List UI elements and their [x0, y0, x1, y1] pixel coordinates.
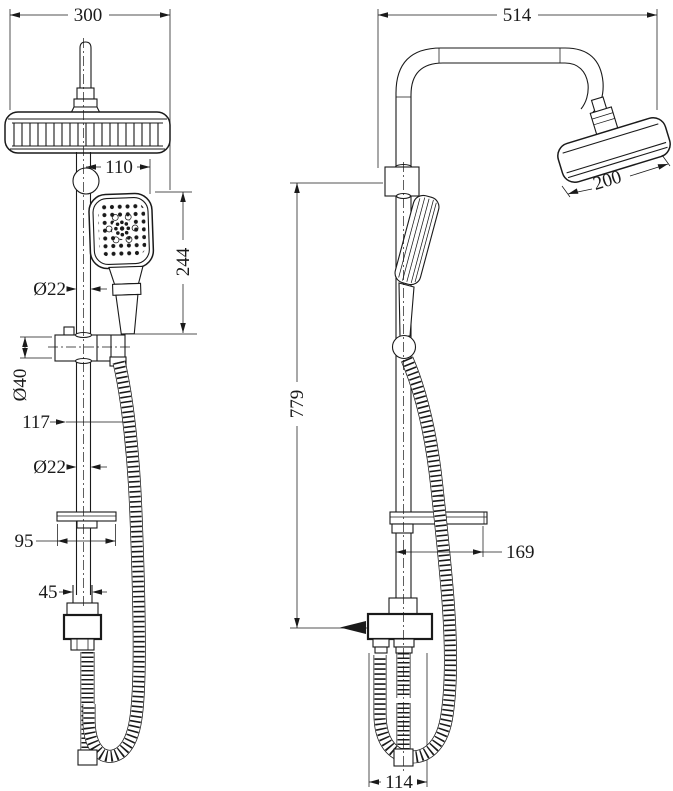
top-collar-side: [384, 163, 420, 200]
dim-mixer-width-extensions: [368, 653, 428, 787]
hand-shower-side: [391, 194, 440, 360]
dim-overall-width-label: 300: [74, 5, 103, 26]
dim-mixer-width: 114: [369, 772, 427, 791]
ball-joint: [391, 334, 417, 360]
diverter-block-front: [62, 585, 103, 651]
shower-hose-front: [77, 362, 139, 766]
shower-hose-side: [380, 359, 451, 767]
dim-overall-width: 300: [9, 5, 171, 190]
dim-slider-diameter-label: Ø40: [10, 369, 31, 402]
slider-bracket-front: [54, 326, 127, 367]
dim-shelf-depth: 169: [396, 526, 535, 563]
dim-slider-diameter: Ø40: [10, 336, 52, 402]
dim-handshower-offset: 110: [86, 157, 151, 194]
hand-shower-front: [88, 192, 155, 335]
dim-overall-depth: 514: [377, 5, 658, 168]
dim-soap-dish-width-label: 95: [15, 531, 34, 552]
dim-overall-depth-label: 514: [503, 5, 532, 26]
dim-soap-dish-width: 95: [15, 524, 116, 552]
dim-riser-height: 779: [287, 182, 383, 628]
center-nozzle-cluster: [105, 213, 139, 244]
hose-end-fitting-front: [77, 749, 98, 766]
hand-shower-neck: [108, 265, 144, 285]
hand-shower-nut: [111, 282, 142, 296]
dim-handshower-drop-label: 244: [173, 247, 194, 276]
drawing-root: 300 110 244 Ø22 Ø40 117: [4, 5, 671, 791]
dim-riser-height-label: 779: [287, 390, 308, 419]
dim-handshower-drop: 244: [125, 191, 197, 335]
dim-pipe-diameter-upper: Ø22: [33, 279, 107, 300]
dim-pipe-diameter-upper-label: Ø22: [33, 279, 66, 300]
water-inlet-arrow: [290, 621, 368, 634]
dim-hose-offset-label: 117: [22, 412, 50, 433]
hand-shower-handle: [115, 293, 139, 335]
dim-hose-offset: 117: [22, 412, 126, 433]
side-view: 514 200 779 169 114: [287, 5, 671, 791]
dim-handshower-offset-label: 110: [105, 157, 133, 178]
rain-shower-head-side: [557, 96, 671, 184]
rain-shower-head-front: [4, 111, 171, 154]
dim-diverter-neck-width-label: 45: [39, 582, 58, 603]
dim-diverter-neck-width: 45: [39, 582, 107, 603]
head-inlet-stub-front: [70, 41, 101, 114]
dim-mixer-width-label: 114: [385, 772, 413, 791]
slider-release-button: [63, 326, 75, 336]
soap-dish-front: [56, 511, 117, 529]
dim-shelf-depth-label: 169: [506, 542, 535, 563]
mixer-body-side: [366, 597, 434, 654]
dim-pipe-diameter-lower: Ø22: [33, 457, 107, 478]
dim-pipe-diameter-lower-label: Ø22: [33, 457, 66, 478]
front-view: 300 110 244 Ø22 Ø40 117: [4, 5, 197, 766]
top-bracket-front: [72, 167, 100, 195]
hand-shower-handle-side: [398, 282, 415, 337]
